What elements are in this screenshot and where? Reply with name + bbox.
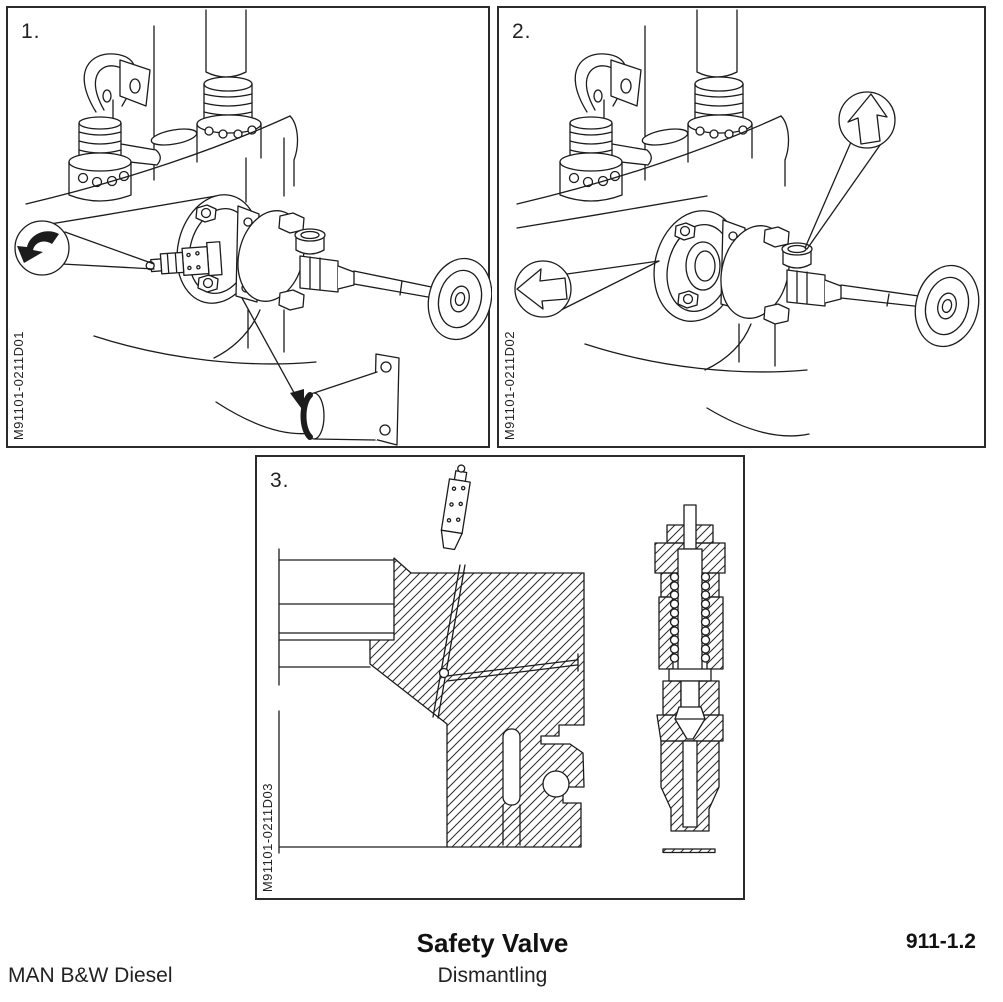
brand-name: MAN B&W Diesel xyxy=(8,964,173,987)
safety-valve-assembly xyxy=(653,210,980,348)
figure-2-panel: 2. M91101-0211D02 xyxy=(497,6,986,448)
figure-1-panel: 1. M91101-0211D01 xyxy=(6,6,492,448)
figure-2-drawing xyxy=(514,9,980,437)
handwheel xyxy=(427,257,492,341)
cylinder-head-stud-centre xyxy=(196,76,262,163)
safety-valve-assembly xyxy=(145,194,492,341)
rotate-arrow-balloon xyxy=(14,220,155,276)
rotate-counterclockwise-arrow-icon xyxy=(17,231,59,263)
figure-1-number: 1. xyxy=(21,20,41,43)
section-code: 911-1.2 xyxy=(905,930,976,953)
left-arrow-balloon xyxy=(514,260,660,318)
cylinder-head-top xyxy=(516,115,790,229)
figure-2-number: 2. xyxy=(512,20,532,43)
inserted-safety-valve xyxy=(432,464,471,719)
page-footer: Safety Valve 911-1.2 MAN B&W Diesel Dism… xyxy=(0,906,1003,1002)
figure-3-panel: 3. M91101-0211D03 xyxy=(255,455,745,900)
pointer-arrow-icon xyxy=(290,389,304,412)
left-arrow-icon xyxy=(516,268,568,310)
horizontal-rod xyxy=(446,653,579,682)
valve-standpipe xyxy=(584,323,810,437)
valve-cross-section xyxy=(654,504,726,854)
flange-centre-hole xyxy=(685,241,721,291)
figure-3-number: 3. xyxy=(270,469,290,492)
valve-spindle-end xyxy=(145,241,223,277)
figure-1-drawing xyxy=(14,9,492,446)
cylinder-head-stud-centre xyxy=(687,76,753,163)
up-arrow-balloon xyxy=(804,91,896,250)
page-subtitle: Dismantling xyxy=(437,964,548,987)
cylinder-head-stud-left xyxy=(559,116,652,202)
valve-spring xyxy=(669,572,711,663)
page-title: Safety Valve xyxy=(416,928,569,958)
valve-standpipe xyxy=(93,137,319,435)
cylinder-head-section xyxy=(278,548,585,854)
lifting-shackle xyxy=(83,53,151,119)
background-pipes xyxy=(153,9,247,181)
cylinder-head-stud-left xyxy=(68,116,161,202)
protection-cap-tool xyxy=(300,353,400,446)
handwheel xyxy=(914,264,980,348)
cylinder-head-top xyxy=(25,115,299,229)
pointer-arrow xyxy=(241,297,304,412)
figure-3-drawing xyxy=(278,464,726,854)
lifting-shackle xyxy=(574,53,642,119)
up-arrow-icon xyxy=(847,93,888,145)
flange-nuts xyxy=(195,204,219,293)
flange-nuts xyxy=(674,222,699,309)
background-pipes xyxy=(644,9,738,181)
